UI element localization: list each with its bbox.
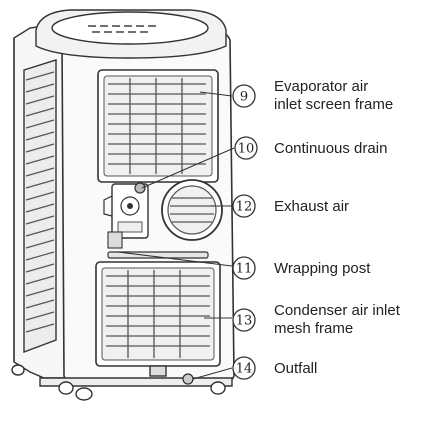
callout-label-14: Outfall <box>274 360 317 378</box>
side-louvers <box>25 71 55 333</box>
leader-line-9 <box>199 91 233 97</box>
outfall-plug <box>182 373 194 385</box>
callout-number-12: 12 <box>236 200 253 215</box>
callout-label-13-line-2: mesh frame <box>274 320 354 337</box>
callout-label-11-line-1: Wrapping post <box>274 260 371 277</box>
callout-label-10: Continuous drain <box>274 140 387 158</box>
callout-label-10-line-1: Continuous drain <box>274 140 388 157</box>
callout-badge-10: 10 <box>234 136 258 160</box>
condenser-grille <box>95 261 221 367</box>
callout-number-11: 11 <box>236 262 253 277</box>
callout-badge-14: 14 <box>232 356 256 380</box>
callout-label-14-line-1: Outfall <box>274 360 318 377</box>
callout-badge-9: 9 <box>232 84 256 108</box>
callout-label-13: Condenser air inlet mesh frame <box>274 302 400 338</box>
callout-label-11: Wrapping post <box>274 260 370 278</box>
callout-number-9: 9 <box>240 90 248 105</box>
callout-badge-13: 13 <box>232 308 256 332</box>
callout-label-9-line-2: inlet screen frame <box>274 96 394 113</box>
wheels <box>11 364 226 401</box>
callout-label-9-line-1: Evaporator air <box>274 78 369 95</box>
callout-label-9: Evaporator air inlet screen frame <box>274 78 393 114</box>
unit-side-panel <box>13 21 71 379</box>
callout-number-14: 14 <box>236 362 253 377</box>
leader-line-14 <box>192 367 233 380</box>
leader-line-10 <box>141 147 235 189</box>
evaporator-grille <box>97 69 219 183</box>
callout-label-13-line-1: Condenser air inlet <box>274 302 400 319</box>
callout-badge-11: 11 <box>232 256 256 280</box>
callout-badge-12: 12 <box>232 194 256 218</box>
unit-top-cap <box>35 9 227 59</box>
callout-number-10: 10 <box>238 142 255 157</box>
leader-line-11 <box>117 251 233 267</box>
callout-number-13: 13 <box>236 314 253 329</box>
exhaust-air-port <box>161 179 223 241</box>
callout-label-12: Exhaust air <box>274 198 349 216</box>
leader-lines <box>117 91 235 380</box>
callout-label-12-line-1: Exhaust air <box>274 198 350 215</box>
rear-middle-section <box>103 182 149 249</box>
